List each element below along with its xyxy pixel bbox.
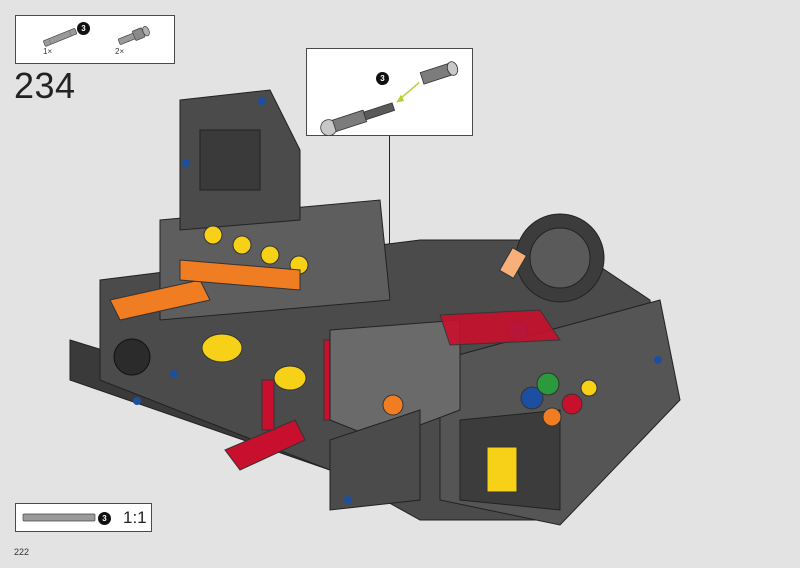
callout-length-badge: 3: [376, 72, 389, 85]
axle-3-part-icon: [43, 28, 78, 47]
step-number: 234: [14, 65, 76, 106]
callout-box: 3: [306, 48, 473, 137]
axle-assembly-illustration: [320, 61, 459, 137]
scale-ratio: 1:1: [123, 508, 147, 527]
axle-length-badge: 3: [77, 22, 90, 35]
page-number: 222: [14, 547, 30, 557]
axle-pin-connector-part-icon: [117, 26, 150, 45]
parts-list-box: 3 1× 2×: [15, 15, 175, 64]
scale-reference-box: 3 1:1: [15, 503, 152, 532]
axle-scale-icon: [22, 513, 96, 522]
connector-quantity: 2×: [115, 47, 125, 56]
scale-length-badge: 3: [98, 512, 111, 525]
axle-quantity: 1×: [43, 47, 53, 56]
